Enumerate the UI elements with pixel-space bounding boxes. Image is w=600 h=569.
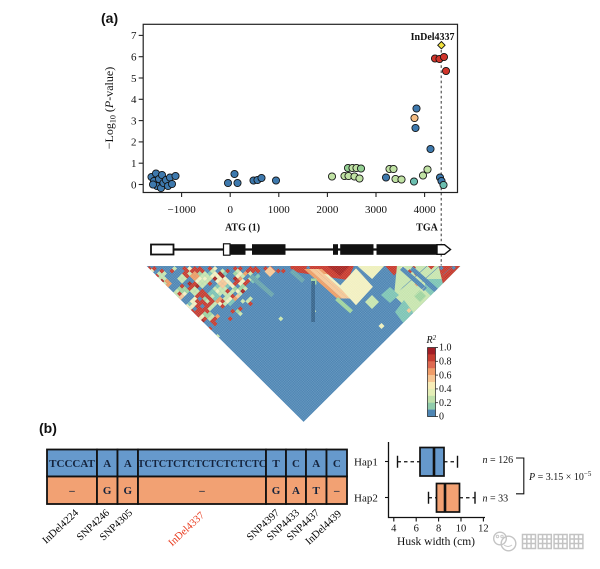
- svg-text:8: 8: [436, 524, 441, 535]
- svg-text:R2: R2: [426, 334, 437, 346]
- svg-text:0.8: 0.8: [439, 357, 452, 368]
- svg-text:A: A: [124, 458, 132, 470]
- svg-text:0: 0: [131, 179, 137, 191]
- svg-text:4: 4: [391, 524, 397, 535]
- svg-text:Hap1: Hap1: [354, 457, 378, 469]
- svg-text:–: –: [68, 485, 75, 497]
- svg-text:G: G: [124, 485, 133, 497]
- svg-text:Husk width (cm): Husk width (cm): [397, 536, 475, 548]
- svg-text:n = 33: n = 33: [483, 494, 509, 505]
- svg-text:TGA: TGA: [416, 223, 438, 234]
- svg-text:G: G: [103, 485, 112, 497]
- svg-text:InDel4337: InDel4337: [411, 32, 455, 43]
- svg-text:0.6: 0.6: [439, 370, 452, 381]
- svg-text:A: A: [103, 458, 111, 470]
- svg-text:(b): (b): [39, 420, 57, 436]
- svg-text:Hap2: Hap2: [354, 493, 378, 505]
- svg-text:C: C: [333, 458, 341, 470]
- svg-text:1000: 1000: [268, 204, 291, 216]
- svg-text:T: T: [313, 485, 321, 497]
- svg-text:2: 2: [131, 137, 137, 149]
- svg-text:−Log10 (P-value): −Log10 (P-value): [102, 67, 118, 149]
- svg-text:–: –: [198, 485, 205, 497]
- svg-text:(a): (a): [101, 10, 118, 26]
- svg-text:TCCCAT: TCCCAT: [49, 458, 95, 470]
- svg-text:−1000: −1000: [167, 204, 196, 216]
- svg-text:4: 4: [131, 94, 137, 106]
- svg-text:T: T: [272, 458, 280, 470]
- svg-text:10: 10: [456, 524, 467, 535]
- svg-text:6: 6: [414, 524, 419, 535]
- svg-text:0: 0: [439, 412, 444, 423]
- svg-text:n = 126: n = 126: [483, 455, 514, 466]
- svg-text:G: G: [272, 485, 281, 497]
- svg-text:P = 3.15 × 10−5: P = 3.15 × 10−5: [528, 470, 592, 483]
- svg-text:0.4: 0.4: [439, 384, 452, 395]
- svg-text:5: 5: [131, 73, 137, 85]
- svg-text:6: 6: [131, 52, 137, 64]
- svg-text:–: –: [333, 485, 340, 497]
- svg-text:TCTCTCTCTCTCTCTCTC: TCTCTCTCTCTCTCTCTC: [138, 459, 267, 470]
- svg-text:1.0: 1.0: [439, 343, 452, 354]
- svg-text:2000: 2000: [316, 204, 339, 216]
- svg-text:4000: 4000: [414, 204, 437, 216]
- svg-text:0: 0: [227, 204, 233, 216]
- svg-text:ATG (1): ATG (1): [225, 223, 260, 234]
- svg-text:A: A: [312, 458, 320, 470]
- svg-text:12: 12: [478, 524, 489, 535]
- svg-text:3000: 3000: [365, 204, 388, 216]
- svg-text:7: 7: [131, 30, 137, 42]
- svg-text:1: 1: [131, 158, 137, 170]
- svg-text:C: C: [292, 458, 300, 470]
- svg-text:0.2: 0.2: [439, 398, 452, 409]
- svg-text:3: 3: [131, 115, 137, 127]
- svg-text:A: A: [292, 485, 300, 497]
